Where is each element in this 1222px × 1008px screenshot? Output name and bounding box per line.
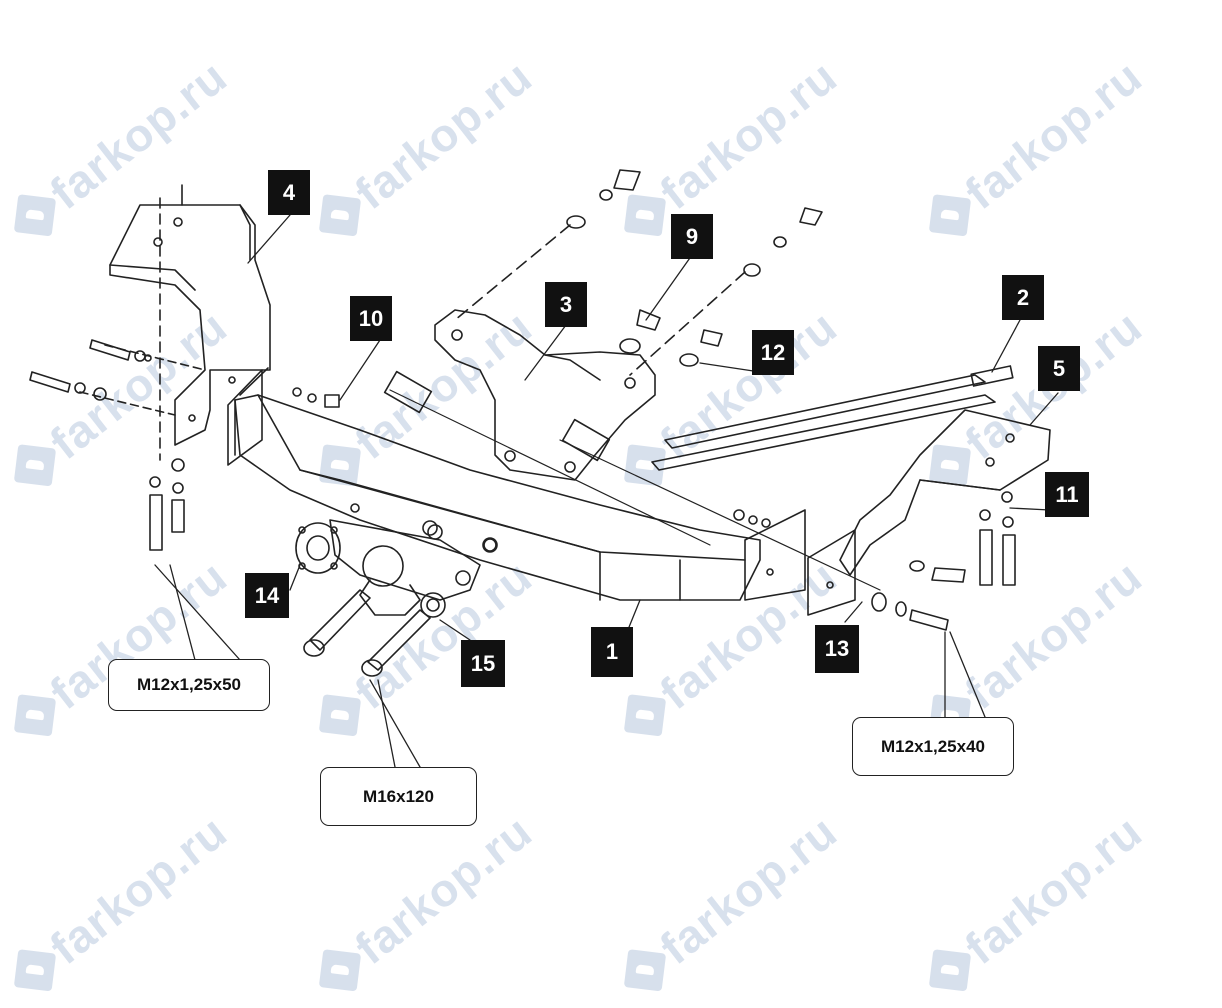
callout-4: 4 [268, 170, 310, 215]
spec-label-ball-bolt: M16x120 [320, 767, 477, 826]
m16-bolts [303, 589, 431, 677]
callout-1: 1 [591, 627, 633, 677]
callout-12: 12 [752, 330, 794, 375]
spec-label-left-bolt: M12x1,25x50 [108, 659, 270, 711]
part-1-crossbeam [227, 367, 856, 616]
part-2-strap [651, 365, 1014, 471]
callout-10: 10 [350, 296, 392, 341]
ball-mount-assembly [295, 519, 497, 618]
part-3-center-bracket [434, 309, 656, 481]
part-5-right-bracket [839, 409, 1051, 576]
callout-3: 3 [545, 282, 587, 327]
callout-5: 5 [1038, 346, 1080, 391]
callout-11: 11 [1045, 472, 1089, 517]
leader-lines [154, 214, 1059, 768]
callout-14: 14 [245, 573, 289, 618]
left-fasteners [29, 339, 340, 551]
callout-13: 13 [815, 625, 859, 673]
callout-9: 9 [671, 214, 713, 259]
spec-label-right-bolt: M12x1,25x40 [852, 717, 1014, 776]
callout-15: 15 [461, 640, 505, 687]
callout-2: 2 [1002, 275, 1044, 320]
right-fasteners [733, 491, 1016, 631]
top-fasteners [383, 169, 881, 591]
part-4-left-bracket [109, 184, 271, 461]
